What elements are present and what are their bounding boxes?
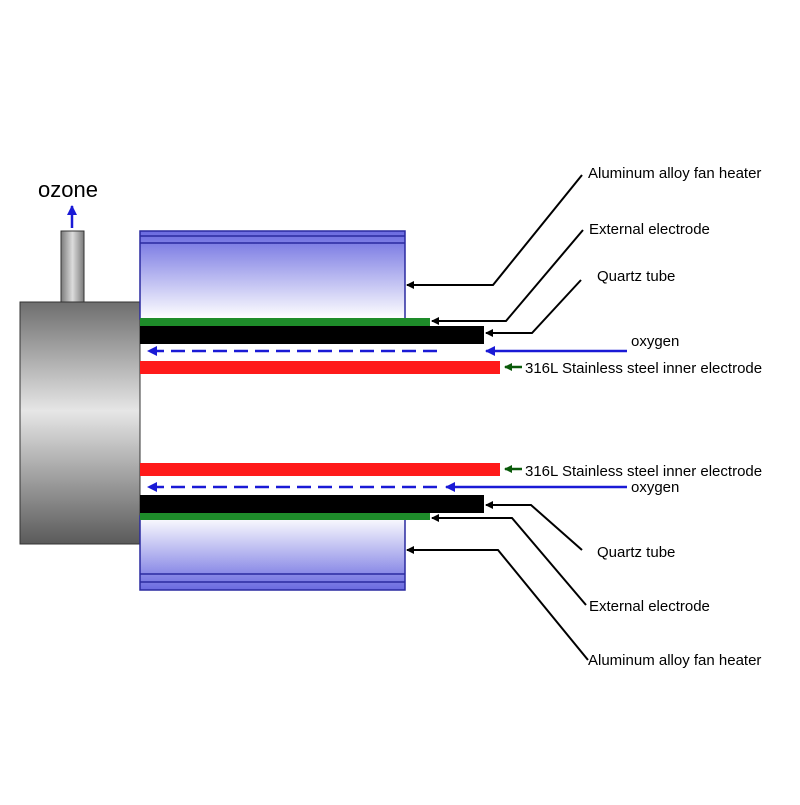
upper-external-electrode-leader xyxy=(431,229,584,325)
lower-inner-electrode xyxy=(140,463,500,476)
ozone-label: ozone xyxy=(38,177,98,202)
housing-end-cap xyxy=(19,301,141,545)
lower-quartz-tube-leader xyxy=(485,501,583,551)
upper-external-electrode-label: External electrode xyxy=(589,221,710,238)
upper-inner-electrode-label: 316L Stainless steel inner electrode xyxy=(525,360,762,377)
lower-heater-label: Aluminum alloy fan heater xyxy=(588,652,761,669)
upper-quartz-tube xyxy=(140,326,484,344)
lower-external-electrode-leader xyxy=(431,514,587,606)
lower-oxygen-label: oxygen xyxy=(631,479,679,496)
lower-external-electrode-label: External electrode xyxy=(589,598,710,615)
upper-heater-leader xyxy=(406,174,583,289)
upper-heater xyxy=(139,230,406,320)
upper-heater-label: Aluminum alloy fan heater xyxy=(588,165,761,182)
upper-quartz-tube-label: Quartz tube xyxy=(597,268,675,285)
lower-external-electrode xyxy=(140,513,430,520)
ozone-outlet-pipe xyxy=(60,230,85,304)
upper-oxygen-label: oxygen xyxy=(631,333,679,350)
upper-inner-electrode xyxy=(140,361,500,374)
upper-quartz-tube-leader xyxy=(485,279,582,337)
lower-quartz-tube xyxy=(140,495,484,513)
lower-inner-electrode-label: 316L Stainless steel inner electrode xyxy=(525,463,762,480)
upper-external-electrode xyxy=(140,318,430,326)
lower-heater-leader xyxy=(406,546,589,661)
lower-quartz-tube-label: Quartz tube xyxy=(597,544,675,561)
lower-heater xyxy=(139,515,406,591)
